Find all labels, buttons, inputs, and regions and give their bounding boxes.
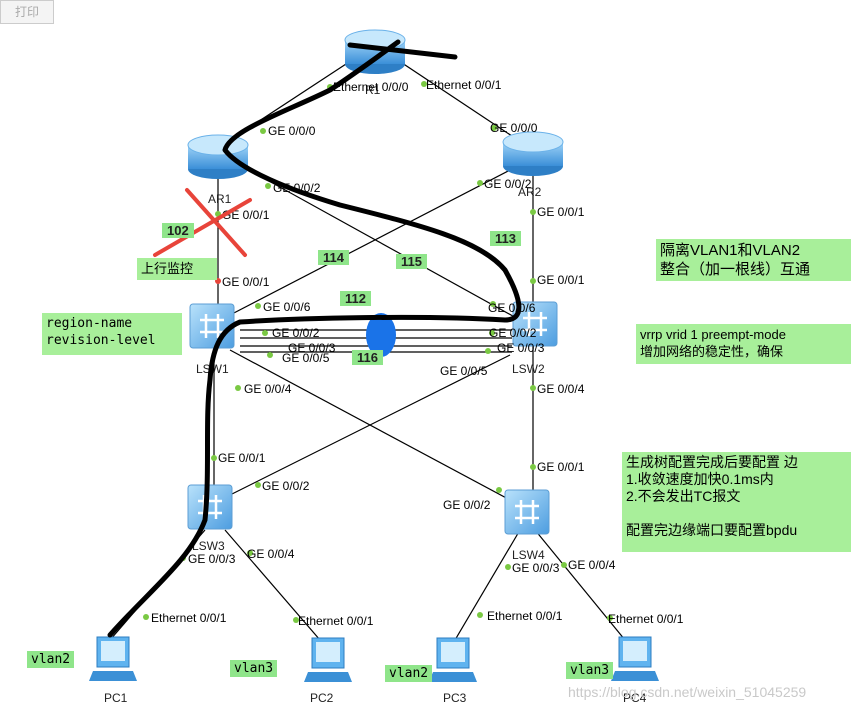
router-ar2[interactable] (502, 131, 564, 177)
port-label: GE 0/0/1 (222, 275, 270, 289)
label-pc2: PC2 (310, 691, 334, 705)
port-label: GE 0/0/0 (490, 121, 538, 135)
label-pc3: PC3 (443, 691, 467, 705)
vrrp-note: vrrp vrid 1 preempt-mode 增加网络的稳定性，确保 (636, 324, 851, 364)
link-id-116: 116 (352, 350, 383, 365)
print-button[interactable]: 打印 (0, 0, 54, 24)
port-label: GE 0/0/4 (568, 558, 616, 572)
pc-4[interactable] (610, 636, 660, 682)
port-label: GE 0/0/2 (484, 177, 532, 191)
label-pc1: PC1 (104, 691, 128, 705)
port-label: GE 0/0/4 (537, 382, 585, 396)
port-label: GE 0/0/5 (282, 351, 330, 365)
port-label: GE 0/0/5 (440, 364, 488, 378)
port-label: GE 0/0/0 (268, 124, 316, 138)
link-id-114: 114 (318, 250, 349, 265)
region-note: region-name revision-level (42, 313, 182, 355)
switch-lsw1[interactable] (188, 302, 236, 350)
port-label: Ethernet 0/0/1 (298, 614, 374, 628)
label-ar2: AR2 (518, 185, 542, 199)
port-label: GE 0/0/4 (244, 382, 292, 396)
label-ar1: AR1 (208, 192, 232, 206)
port-label: GE 0/0/6 (263, 300, 311, 314)
isolate-vlan-note: 隔离VLAN1和VLAN2 整合（加一根线）互通 (656, 239, 851, 281)
link-id-102: 102 (162, 223, 194, 238)
router-ar1[interactable] (187, 134, 249, 180)
switch-lsw3[interactable] (186, 483, 234, 531)
label-pc4: PC4 (623, 691, 647, 705)
pc-1[interactable] (88, 636, 138, 682)
link-id-115: 115 (396, 254, 427, 269)
link-id-112: 112 (340, 291, 371, 306)
vlan-tag-pc3: vlan2 (385, 665, 433, 682)
port-label: GE 0/0/1 (218, 451, 266, 465)
port-label: Ethernet 0/0/1 (487, 609, 563, 623)
vlan-tag-pc1: vlan2 (27, 651, 75, 668)
cross-mark-icon (153, 188, 252, 257)
port-label: GE 0/0/2 (443, 498, 491, 512)
port-label: GE 0/0/3 (188, 552, 236, 566)
port-label: Ethernet 0/0/1 (151, 611, 227, 625)
port-label: Ethernet 0/0/1 (608, 612, 684, 626)
vlan-tag-pc4: vlan3 (566, 662, 614, 679)
stp-edge-port-note: 生成树配置完成后要配置 边 1.收敛速度加快0.1ms内 2.不会发出TC报文 … (622, 452, 851, 552)
port-label: Ethernet 0/0/1 (426, 78, 502, 92)
port-label: GE 0/0/1 (537, 273, 585, 287)
port-label: GE 0/0/1 (537, 460, 585, 474)
pc-3[interactable] (428, 637, 478, 683)
watermark: https://blog.csdn.net/weixin_51045259 (568, 684, 807, 700)
uplink-monitor-note: 上行监控 (137, 258, 217, 280)
port-label: GE 0/0/3 (288, 341, 336, 355)
port-label: GE 0/0/2 (489, 326, 537, 340)
port-label: GE 0/0/2 (262, 479, 310, 493)
port-label: GE 0/0/2 (272, 326, 320, 340)
label-r1: R1 (365, 83, 381, 97)
traffic-path-drawing (107, 39, 522, 638)
port-label: GE 0/0/6 (488, 301, 536, 315)
pc-2[interactable] (303, 637, 353, 683)
label-lsw3: LSW3 (192, 539, 225, 553)
port-label: GE 0/0/4 (247, 547, 295, 561)
port-label: GE 0/0/3 (497, 341, 545, 355)
port-label: Ethernet 0/0/0 (333, 80, 409, 94)
switch-lsw4[interactable] (503, 488, 551, 536)
label-lsw4: LSW4 (512, 548, 545, 562)
port-label: GE 0/0/1 (537, 205, 585, 219)
vlan-tag-pc2: vlan3 (230, 660, 278, 677)
label-lsw2: LSW2 (512, 362, 545, 376)
link-group-highlight (366, 313, 396, 357)
port-label: GE 0/0/3 (512, 561, 560, 575)
port-labels: Ethernet 0/0/0 Ethernet 0/0/1 GE 0/0/0 G… (151, 78, 684, 628)
link-id-113: 113 (490, 231, 521, 246)
